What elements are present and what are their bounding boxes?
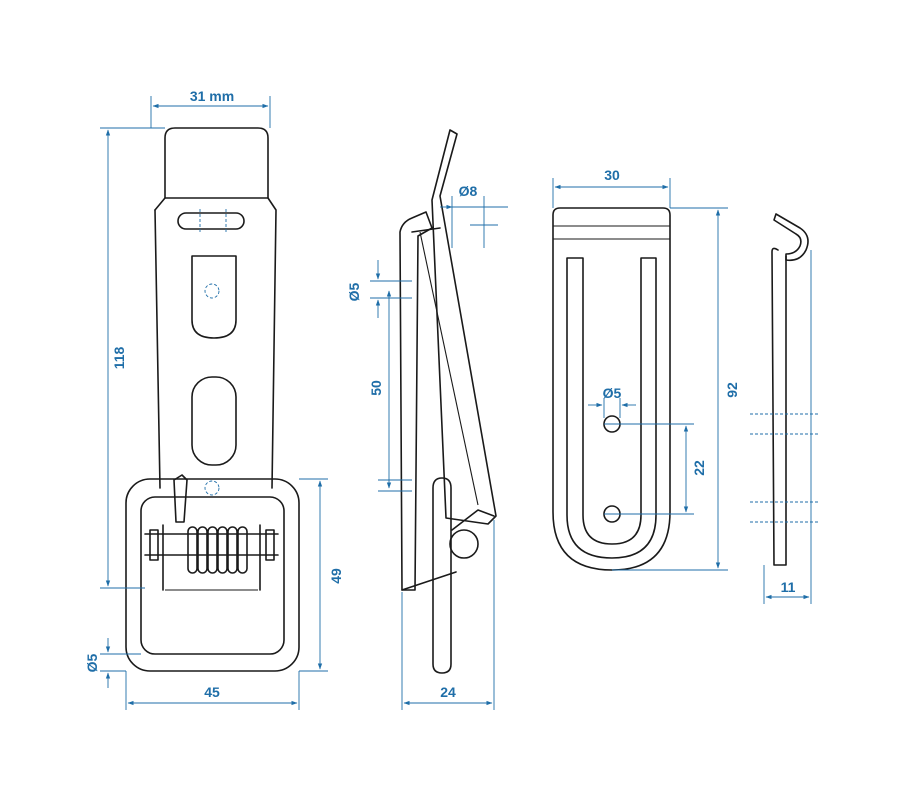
dim-bracket-height-label: 49 — [328, 568, 344, 584]
dim-keeper-spacing-label: 22 — [691, 460, 707, 476]
dim-keeper-height-label: 92 — [724, 382, 740, 398]
keeper-view — [552, 207, 671, 571]
side-pivot — [449, 529, 479, 559]
latch-lower-window — [191, 376, 237, 466]
dim-keeper-side-depth-label: 11 — [781, 579, 796, 595]
dim-width-label: 31 mm — [190, 88, 234, 104]
bracket-inner — [140, 496, 285, 655]
keeper-u-slot — [566, 257, 657, 559]
latch-slot — [177, 212, 245, 230]
keeper-side-profile — [773, 213, 809, 262]
front-view — [125, 127, 300, 672]
dim-height-label: 118 — [111, 346, 127, 369]
side-bracket — [432, 477, 452, 674]
dim-side-hole-label: Ø8 — [459, 183, 478, 199]
latch-lever-body — [154, 197, 277, 489]
latch-upper-window — [191, 255, 237, 339]
side-view-dimensions — [370, 196, 508, 710]
dim-side-spacing-label: 50 — [368, 380, 384, 396]
side-view — [399, 129, 497, 674]
latch-hook — [173, 474, 188, 523]
side-plate — [399, 211, 433, 591]
hidden-hole-lower — [204, 480, 220, 496]
front-view-dimensions — [100, 96, 328, 710]
dim-front-hole-label: Ø5 — [84, 653, 100, 672]
side-lever — [431, 129, 497, 525]
spring — [187, 526, 248, 574]
dim-keeper-width-label: 30 — [604, 167, 620, 183]
hidden-hole-upper — [204, 283, 220, 299]
dim-side-hole2-label: Ø5 — [346, 282, 362, 301]
keeper-side-view — [771, 213, 809, 566]
keeper-outline — [552, 207, 671, 571]
latch-top-tab — [164, 127, 269, 199]
dim-bracket-width-label: 45 — [204, 684, 220, 700]
bracket-outer — [125, 478, 300, 672]
keeper-dimensions — [552, 178, 728, 571]
dim-keeper-hole-label: Ø5 — [603, 385, 622, 401]
dim-side-depth-label: 24 — [440, 684, 456, 700]
keeper-side-dimensions — [750, 250, 818, 604]
